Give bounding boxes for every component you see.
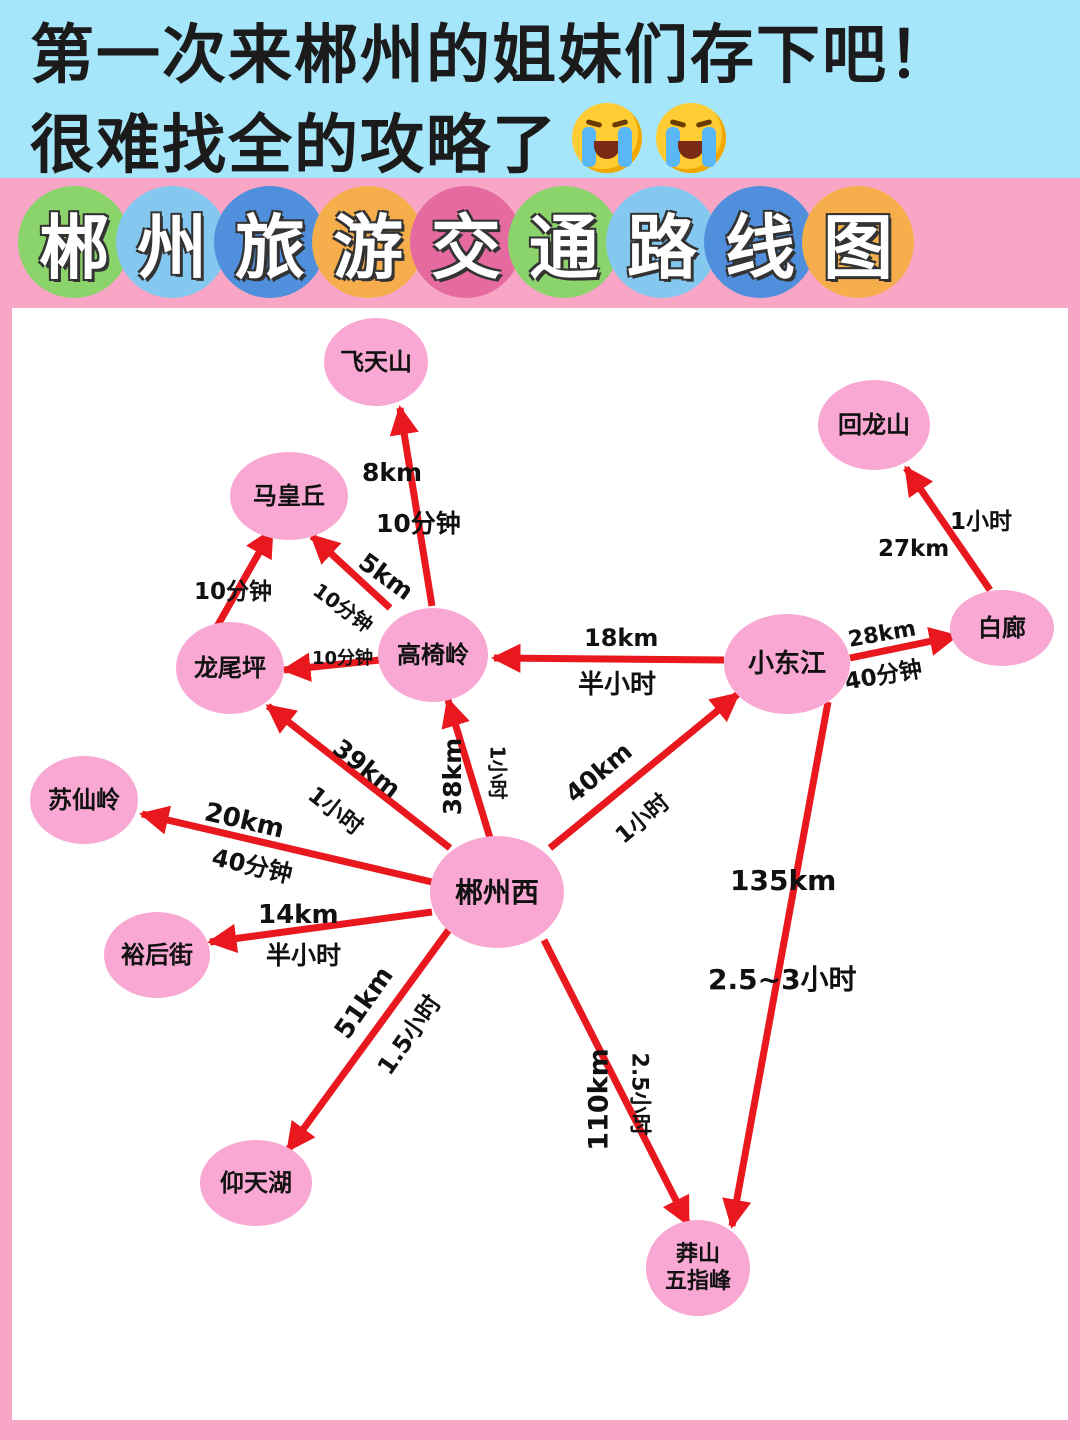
arrow-chenzhouxi-longweiping — [265, 703, 453, 851]
arrow-bailang-huilongshan — [903, 465, 993, 592]
title-char-9: 图 — [802, 186, 914, 298]
header-title-line1: 第一次来郴州的姐妹们存下吧！ — [30, 19, 954, 93]
node-mahuangqiu: 马皇丘 — [230, 452, 348, 540]
label-chenzhouxi-mangshan-time: 2.5小时 — [626, 1052, 652, 1136]
node-mangshan-line1: 莽山 — [675, 1241, 720, 1267]
label-gaoyiling-feitianshan-distance: 8km — [362, 458, 423, 487]
loudly-crying-face-icon — [572, 103, 642, 173]
label-gaoyiling-feitianshan-time: 10分钟 — [376, 509, 461, 538]
node-chenzhouxi: 郴州西 — [430, 836, 564, 948]
title-char-4: 游 — [312, 186, 424, 298]
loudly-crying-face-icon — [656, 103, 726, 173]
node-mangshan-line2: 五指峰 — [664, 1269, 731, 1294]
title-char-2: 州 — [116, 186, 228, 298]
label-xiaodongjiang-gaoyiling-distance: 18km — [584, 624, 659, 652]
arrow-chenzhouxi-gaoyiling — [441, 697, 494, 840]
arrow-chenzhouxi-yangtianhu — [285, 917, 459, 1153]
node-bailang: 白廊 — [950, 590, 1054, 666]
title-char-5: 交 — [410, 186, 522, 298]
node-feitianshan: 飞天山 — [324, 318, 428, 406]
header-title-line2: 很难找全的攻略了 — [30, 94, 726, 186]
node-mangshan: 莽山 五指峰 — [646, 1220, 750, 1316]
label-longweiping-mahuangqiu-time: 10分钟 — [194, 579, 273, 605]
label-xiaodongjiang-mangshan-time: 2.5~3小时 — [708, 963, 857, 996]
route-map: 飞天山 马皇丘 回龙山 龙尾坪 高椅岭 小东江 白廊 苏仙岭 郴州西 裕后街 仰… — [12, 308, 1068, 1420]
arrow-xiaodongjiang-bailang — [849, 626, 959, 662]
label-chenzhouxi-yuhoujie-distance: 14km — [258, 900, 339, 930]
label-chenzhouxi-yuhoujie-time: 半小时 — [266, 941, 342, 970]
arrow-xiaodongjiang-mangshan — [722, 701, 832, 1229]
node-xiaodongjiang: 小东江 — [724, 614, 850, 714]
arrow-xiaodongjiang-gaoyiling — [491, 643, 725, 673]
title-char-8: 线 — [704, 186, 816, 298]
title-char-6: 通 — [508, 186, 620, 298]
arrow-chenzhouxi-mangshan — [540, 938, 692, 1227]
label-xiaodongjiang-gaoyiling-time: 半小时 — [578, 670, 657, 700]
header-title-line2-text: 很难找全的攻略了 — [30, 109, 558, 183]
title-char-1: 郴 — [18, 186, 130, 298]
node-suxianling: 苏仙岭 — [30, 756, 138, 844]
title-char-7: 路 — [606, 186, 718, 298]
map-title: 郴 州 旅 游 交 通 路 线 图 — [18, 186, 918, 304]
label-bailang-huilongshan-distance: 27km — [878, 536, 950, 562]
node-huilongshan: 回龙山 — [818, 380, 930, 470]
arrow-gaoyiling-longweiping — [281, 652, 381, 682]
label-bailang-huilongshan-time: 1小时 — [950, 509, 1013, 535]
label-chenzhouxi-gaoyiling-time: 1小时 — [485, 745, 510, 800]
arrow-chenzhouxi-yuhoujie — [207, 908, 433, 954]
node-yangtianhu: 仰天湖 — [200, 1140, 312, 1226]
title-char-3: 旅 — [214, 186, 326, 298]
label-chenzhouxi-gaoyiling-distance: 38km — [438, 737, 468, 816]
label-gaoyiling-longweiping-time: 10分钟 — [312, 648, 374, 669]
arrow-longweiping-mahuangqiu — [211, 527, 276, 632]
node-gaoyiling: 高椅岭 — [378, 608, 488, 702]
arrow-chenzhouxi-suxianling — [139, 805, 433, 886]
arrow-chenzhouxi-xiaodongjiang — [547, 691, 741, 851]
node-yuhoujie: 裕后街 — [104, 912, 210, 998]
arrow-gaoyiling-mahuangqiu — [309, 533, 393, 611]
label-chenzhouxi-mangshan-distance: 110km — [583, 1048, 615, 1151]
route-arrows — [139, 405, 993, 1229]
node-longweiping: 龙尾坪 — [176, 622, 284, 714]
header-banner: 第一次来郴州的姐妹们存下吧！ 很难找全的攻略了 — [0, 0, 1080, 183]
label-xiaodongjiang-mangshan-distance: 135km — [730, 864, 837, 897]
arrow-gaoyiling-feitianshan — [389, 405, 436, 607]
